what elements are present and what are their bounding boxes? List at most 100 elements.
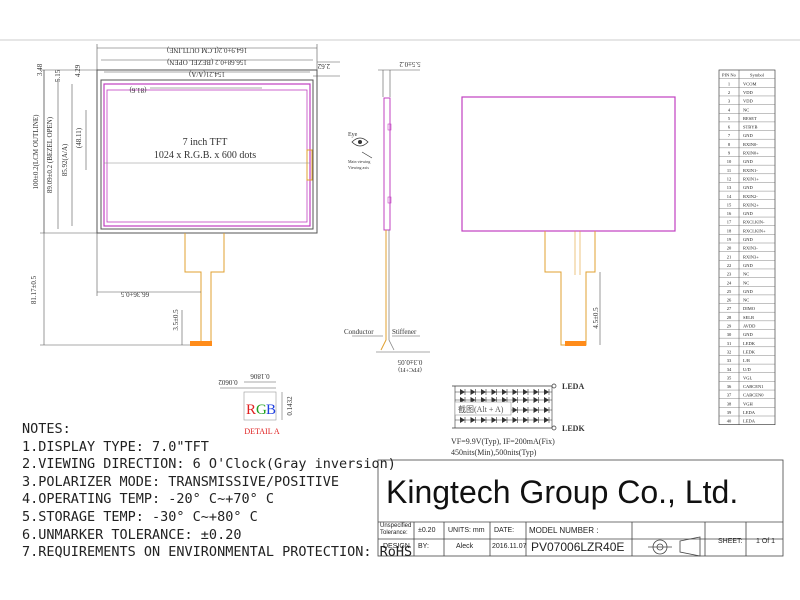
pin-number: 34 — [727, 367, 732, 372]
led-diode — [533, 389, 539, 395]
led-overlay: 截图(Alt + A) — [458, 404, 504, 414]
pin-number: 31 — [727, 341, 732, 346]
pin-symbol: DIMO — [743, 306, 756, 311]
pin-symbol: GND — [743, 133, 753, 138]
pin-symbol: GND — [743, 263, 753, 268]
note-line-5: 5.STORAGE TEMP: -30° C~+80° C — [22, 508, 258, 525]
pin-number: 30 — [727, 332, 732, 337]
pin-symbol: NC — [743, 298, 749, 303]
pin-number: 7 — [728, 133, 731, 138]
pin-symbol: RXIN3- — [743, 246, 758, 251]
pin-symbol: LEDK — [743, 341, 756, 346]
pin-symbol: VGH — [743, 401, 753, 406]
pin-number: 17 — [727, 220, 732, 225]
dim-thickness: 5.5±0.2 — [399, 60, 421, 68]
pin-number: 12 — [727, 176, 732, 181]
detail-dim-b: 0.1806 — [250, 372, 270, 380]
pin-symbol: RXCLKIN+ — [743, 228, 766, 233]
led-spec-2: 450nits(Min),500nits(Typ) — [451, 448, 537, 457]
led-diode — [470, 389, 476, 395]
pin-symbol: LEDA — [743, 419, 756, 424]
panel-label-line1: 7 inch TFT — [183, 137, 228, 148]
led-diode — [523, 407, 528, 413]
dim-inner-width: (81.6) — [129, 86, 147, 94]
detail-b: B — [266, 402, 276, 418]
led-a-label: LEDA — [562, 382, 584, 391]
led-diode — [491, 397, 497, 403]
pin-number: 18 — [727, 228, 732, 233]
dim-bezel-width: 156.68±0.2 (BEZEL OPEN) — [166, 58, 246, 66]
pin-symbol: AVDD — [743, 324, 756, 329]
dim-aa-width: 154.21(A/A) — [188, 70, 225, 78]
panel-label-line2: 1024 x R.G.B. x 600 dots — [154, 150, 256, 161]
company-name: Kingtech Group Co., Ltd. — [386, 474, 739, 510]
led-diode — [491, 417, 497, 423]
dim-outline-width: 164.9±0.2(LCM OUTLINE) — [166, 46, 247, 54]
pin-number: 32 — [727, 349, 732, 354]
pin-number: 1 — [728, 81, 730, 86]
led-diode — [512, 417, 518, 423]
viewing-label-2: Viewing axis — [348, 165, 369, 170]
led-diode — [502, 389, 507, 395]
led-diode — [470, 397, 476, 403]
unspecified-label: Unspecified Tolerance: — [380, 523, 412, 536]
pin-number: 5 — [728, 116, 731, 121]
model-label: MODEL NUMBER : — [529, 526, 599, 535]
led-spec-1: VF=9.9V(Typ), IF=200mA(Fix) — [451, 437, 555, 446]
led-diode — [460, 397, 465, 403]
pin-number: 15 — [727, 202, 732, 207]
pin-number: 11 — [727, 168, 731, 173]
pin-symbol: NC — [743, 107, 749, 112]
dim-bezel-height: 89.09±0.2 (BEZEL OPEN) — [46, 116, 54, 193]
led-diode — [533, 417, 539, 423]
pin-number: 24 — [727, 280, 732, 285]
led-diode — [544, 397, 549, 403]
model-value: PV07006LZR40E — [531, 540, 625, 554]
dim-fpc-offset: 66.36±0.5 — [120, 290, 149, 298]
dim-fpc-tail: 3.5±0.5 — [172, 309, 180, 331]
pin-symbol: NC — [743, 280, 749, 285]
dim-top-515: 5.15 — [54, 69, 62, 82]
led-diode — [470, 417, 476, 423]
pin-number: 37 — [727, 393, 732, 398]
conductor-label: Conductor — [344, 328, 374, 336]
led-k-label: LEDK — [562, 424, 585, 433]
led-diode — [460, 417, 465, 423]
detail-title: DETAIL A — [244, 427, 280, 436]
eye-label: Eye — [348, 132, 358, 138]
design-label: DESIGN — [383, 543, 410, 550]
designer-name: Aleck — [456, 543, 474, 550]
led-diode — [502, 417, 507, 423]
pin-symbol: GND — [743, 211, 753, 216]
side-view — [351, 69, 430, 353]
led-diode — [523, 417, 528, 423]
led-diode — [512, 397, 518, 403]
led-diode — [533, 407, 539, 413]
pin-symbol: RXIN1- — [743, 168, 758, 173]
detail-a — [220, 381, 283, 421]
pin-number: 23 — [727, 272, 732, 277]
dim-fpc-thickness-sub: (FPC+FI) — [398, 366, 421, 373]
pin-number: 20 — [727, 246, 732, 251]
date-label: DATE: — [494, 527, 515, 534]
led-diode — [481, 397, 486, 403]
pin-number: 39 — [727, 410, 732, 415]
detail-dim-a: 0.0602 — [218, 378, 238, 386]
pin-symbol: GND — [743, 159, 753, 164]
note-line-7: 7.REQUIREMENTS ON ENVIRONMENTAL PROTECTI… — [22, 544, 413, 561]
pin-symbol: RXIN2+ — [743, 202, 759, 207]
led-diode — [544, 389, 549, 395]
detail-r: R — [246, 402, 256, 418]
pin-number: 29 — [727, 324, 732, 329]
pin-number: 2 — [728, 90, 730, 95]
pin-number: 10 — [727, 159, 732, 164]
notes-block: NOTES: 1.DISPLAY TYPE: 7.0"TFT 2.VIEWING… — [22, 421, 412, 562]
pin-number: 14 — [727, 194, 732, 199]
title-block-frame — [377, 459, 784, 557]
stiffener-label: Stiffener — [392, 328, 417, 336]
dim-top-429: 4.29 — [74, 64, 82, 77]
dim-top-262: 2.62 — [317, 62, 330, 70]
pin-number: 36 — [727, 384, 732, 389]
note-line-3: 3.POLARIZER MODE: TRANSMISSIVE/POSITIVE — [22, 473, 339, 490]
led-diode — [491, 389, 497, 395]
